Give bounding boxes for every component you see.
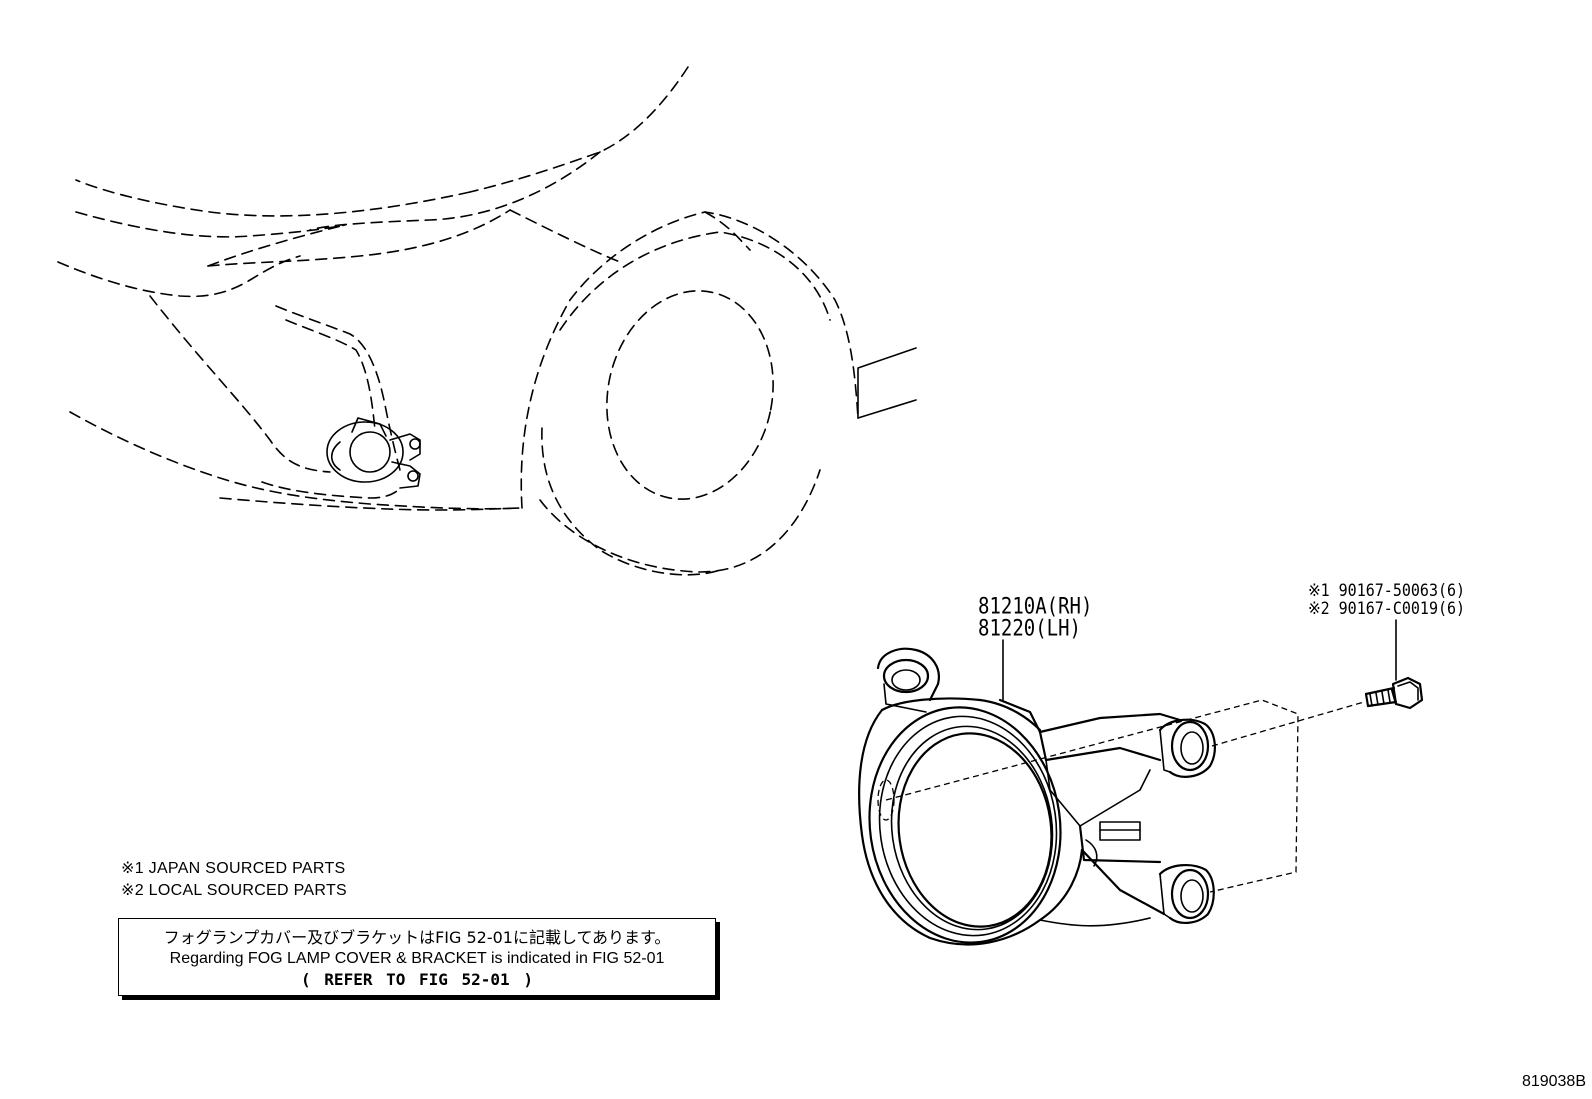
notice-line-japanese: フォグランプカバー及びブラケットはFIG 52-01に記載してあります。 — [163, 928, 671, 947]
note-local-sourced: ※2 LOCAL SOURCED PARTS — [121, 882, 347, 899]
note-japan-sourced: ※1 JAPAN SOURCED PARTS — [121, 860, 346, 877]
part-number-lamp-lh: 81220(LH) — [978, 616, 1081, 642]
notice-line-reference: ( REFER TO FIG 52-01 ) — [301, 970, 533, 989]
figure-id: 819038B — [1521, 1073, 1586, 1090]
mounting-bolt-illustration — [1364, 676, 1424, 710]
part-number-lamp-rh: 81210A(RH) — [978, 594, 1093, 620]
car-front-corner-illustration — [57, 66, 917, 576]
leader-lines — [885, 619, 1397, 893]
fog-lamp-assembly-illustration — [858, 647, 1216, 946]
part-number-bolt-japan: ※1 90167-50063(6) — [1308, 580, 1466, 601]
part-number-bolt-local: ※2 90167-C0019(6) — [1308, 598, 1466, 619]
notice-line-english: Regarding FOG LAMP COVER & BRACKET is in… — [169, 950, 665, 967]
reference-notice-box: フォグランプカバー及びブラケットはFIG 52-01に記載してあります。 Reg… — [118, 918, 716, 996]
